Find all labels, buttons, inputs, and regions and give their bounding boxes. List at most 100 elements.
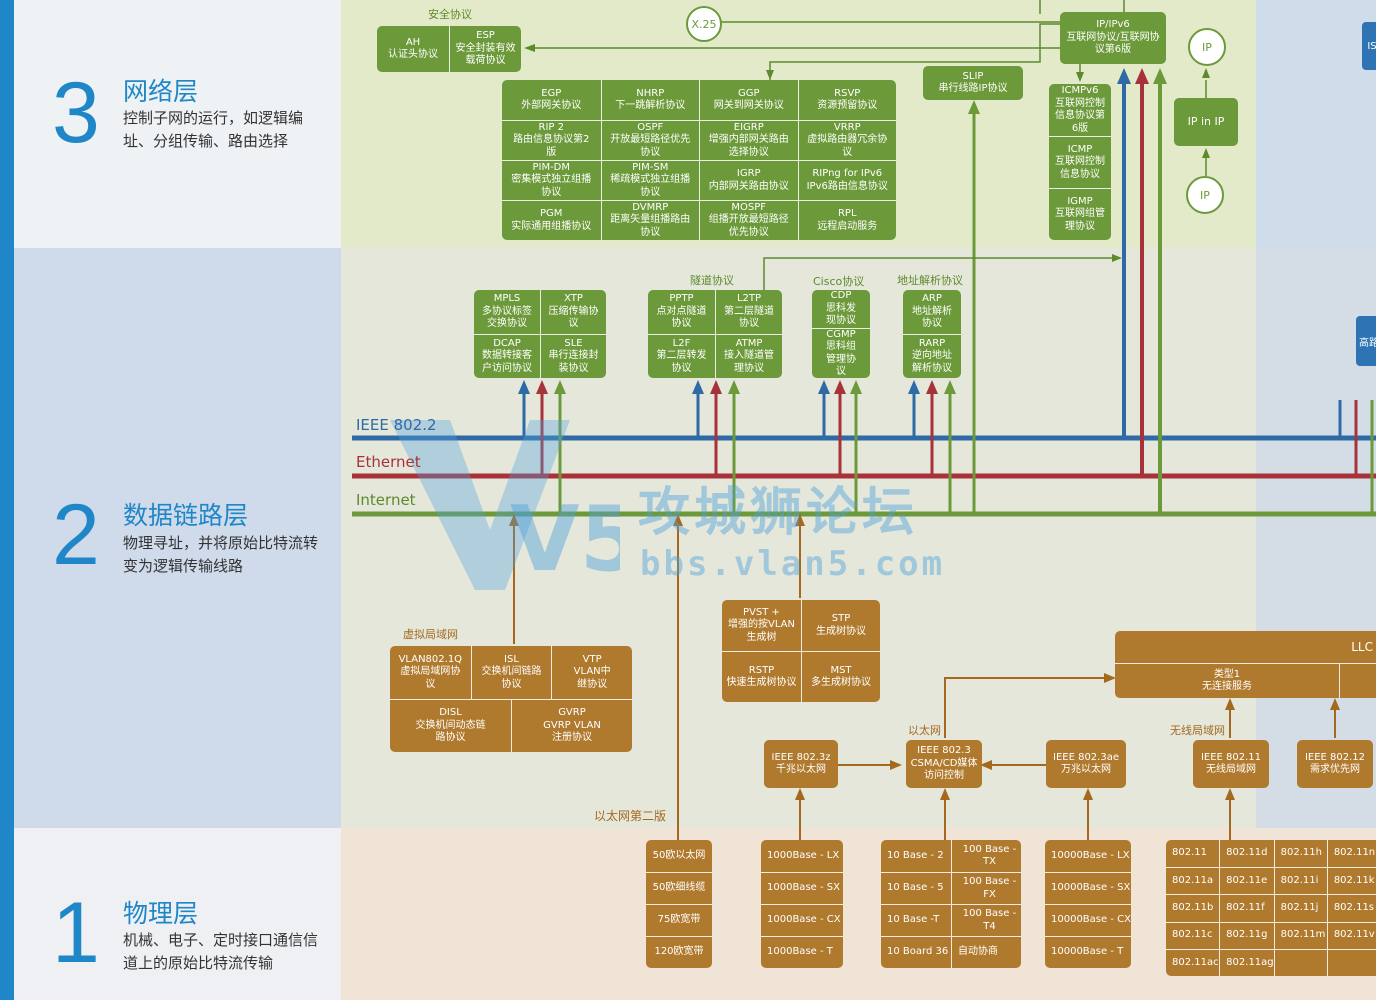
ip-ipv6-box[interactable]: IP/IPv6 互联网协议/互联网协议第6版: [1060, 12, 1166, 64]
ripng-for-ipv6-name: RIPng for IPv6: [812, 168, 883, 179]
igrp-desc: 内部网关路由协议: [708, 180, 789, 192]
x25-node[interactable]: X.25: [686, 6, 722, 42]
spec-item: 50欧细线缆: [646, 872, 712, 904]
layer3-label-bg: [14, 0, 341, 248]
eigrp-desc: 增强内部网关路由选择协议: [708, 134, 789, 158]
spec-item: [1273, 948, 1327, 976]
mst-desc: 多生成树协议: [811, 677, 871, 688]
esp-name: ESP: [476, 30, 495, 42]
layer3-title: 网络层: [123, 77, 199, 106]
ip-circle-top[interactable]: IP: [1188, 28, 1226, 66]
spec-item: 自动协商: [951, 936, 1021, 968]
network-links: [524, 0, 1210, 292]
spec-item: 100 Base - TX: [951, 840, 1021, 872]
layer2-title: 数据链路层: [123, 501, 249, 530]
mst-name: MST: [830, 664, 852, 676]
cgmp-desc: 思科组管理协议: [826, 341, 856, 377]
spec-item: 802.11s: [1326, 894, 1376, 922]
spec-item: [1326, 948, 1376, 976]
pptp-desc: 点对点隧道协议: [656, 305, 707, 330]
llc-title: LLC: [1115, 631, 1376, 664]
spec-item: 802.11ac: [1166, 948, 1220, 976]
esp-desc: 安全封装有效载荷协议: [455, 42, 516, 67]
bus-arrows-tunnel: [692, 380, 740, 514]
rstp-desc: 快速生成树协议: [726, 677, 797, 688]
spec-item: 802.11d: [1219, 840, 1273, 868]
network-right-bg: [1256, 0, 1376, 248]
rsvp-name: RSVP: [834, 87, 861, 99]
spec-item: 802.11k: [1326, 867, 1376, 895]
ip-in-ip-box[interactable]: IP in IP: [1174, 98, 1238, 146]
xtp-name: XTP: [564, 293, 583, 305]
spec-item: 1000Base - CX: [761, 904, 843, 936]
spec-item: 10000Base - SX: [1045, 872, 1131, 904]
vrrp-desc: 虚拟路由器冗余协议: [807, 134, 888, 158]
rip-2-name: RIP 2: [538, 121, 564, 133]
tunnel-caption: 隧道协议: [690, 274, 734, 287]
slip-box[interactable]: SLIP 串行线路IP协议: [923, 66, 1023, 100]
spec-item: 100 Base - FX: [951, 872, 1021, 904]
spec-item: 802.11c: [1166, 921, 1220, 949]
layer1-number: 1: [52, 885, 100, 981]
mpls-desc: 多协议标签交换协议: [482, 305, 532, 330]
pim-dm-name: PIM-DM: [532, 161, 571, 173]
pvst-protocol: PVST +增强的按VLAN生成树: [722, 600, 801, 651]
ah-desc: 认证头协议: [388, 49, 438, 60]
side-button-top[interactable]: IS: [1362, 22, 1376, 70]
spec-item: 802.11j: [1273, 894, 1327, 922]
spec-item: 802.11i: [1273, 867, 1327, 895]
vlan-caption: 虚拟局域网: [403, 628, 458, 641]
spec-item: 100 Base - T4: [951, 904, 1021, 936]
side-button-mid[interactable]: 高路: [1356, 316, 1376, 366]
spec-item: 802.11v: [1326, 921, 1376, 949]
cdp-name: CDP: [830, 290, 852, 301]
ip-circle-bottom[interactable]: IP: [1186, 176, 1224, 214]
ah-name: AH: [405, 36, 421, 48]
rarp-name: RARP: [918, 337, 946, 349]
egp-name: EGP: [541, 87, 562, 99]
wlan-caption: 无线局域网: [1170, 724, 1225, 737]
xtp-desc: 压缩传输协议: [548, 305, 599, 330]
sle-name: SLE: [564, 337, 583, 349]
